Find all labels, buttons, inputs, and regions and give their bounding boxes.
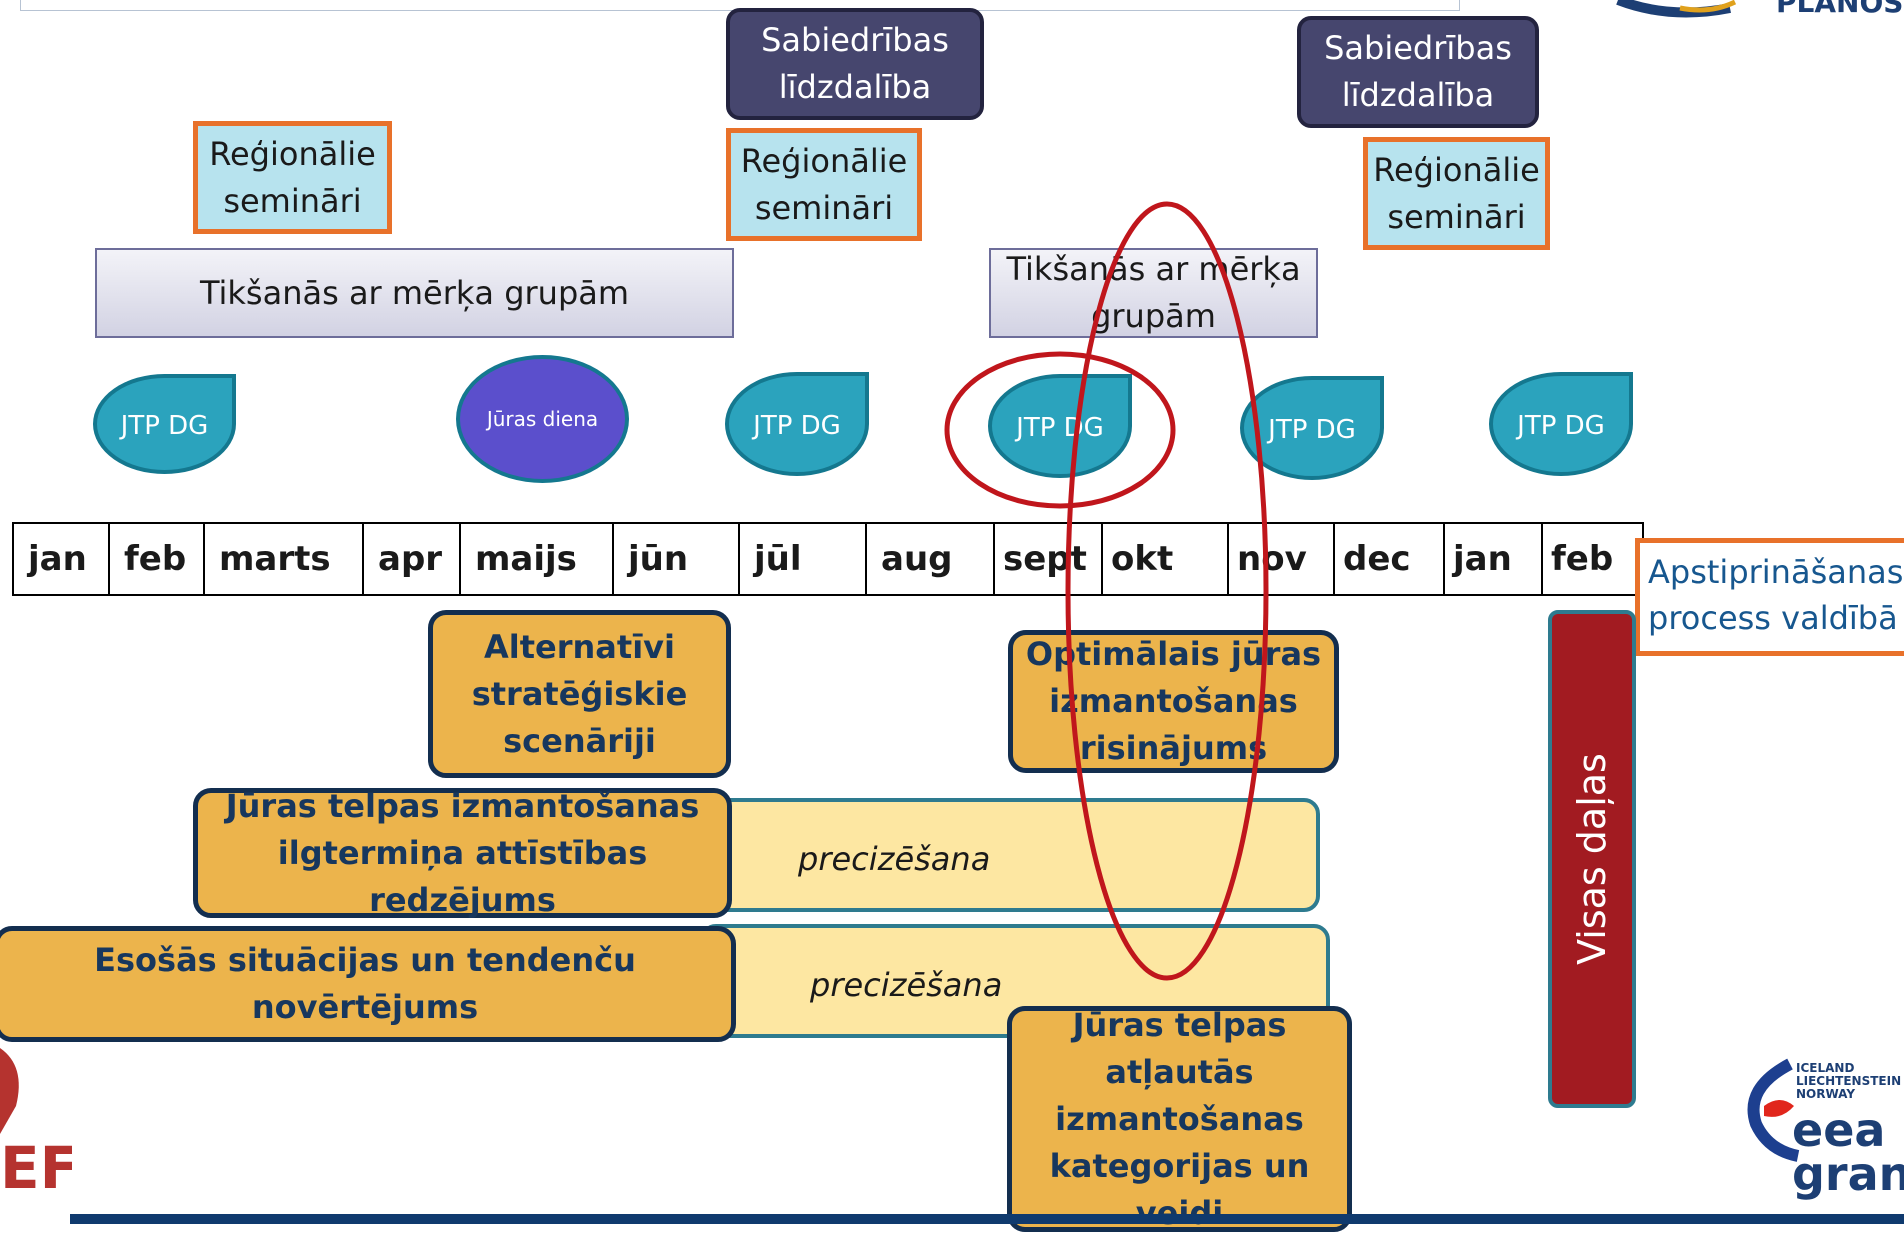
month-cell: okt [1103, 524, 1229, 594]
month-cell: maijs [461, 524, 614, 594]
svg-text:EF: EF [0, 1134, 72, 1202]
month-cell: aug [867, 524, 995, 594]
jtp-dg-meeting-4: JTP DG [1240, 376, 1384, 480]
refinement-label-1: precizēšana [798, 840, 991, 878]
public-participation-box-2: Sabiedrības līdzdalība [1297, 16, 1539, 128]
public-participation-box-1: Sabiedrības līdzdalība [726, 8, 984, 120]
all-parts-bar: Visas daļas [1548, 610, 1636, 1108]
long-term-vision-box: Jūras telpas izmantošanas ilgtermiņa att… [193, 787, 732, 919]
regional-seminars-box-2: Reģionālie semināri [726, 128, 922, 241]
jtp-dg-meeting-1: JTP DG [93, 374, 236, 474]
month-cell: feb [1551, 539, 1614, 579]
regional-seminars-box-1: Reģionālie semināri [193, 121, 392, 234]
eea-grants-logo-icon [1747, 1058, 1800, 1162]
jtp-dg-meeting-5: JTP DG [1489, 372, 1633, 476]
month-timeline: jan feb marts apr maijs jūn jūl aug sept… [12, 522, 1644, 596]
footer-bar [70, 1214, 1904, 1224]
alternative-scenarios-box: Alternatīvi stratēģiskie scenāriji [428, 610, 731, 778]
eea-countries-text: ICELAND LIECHTENSTEIN NORWAY [1796, 1061, 1902, 1101]
jtp-dg-meeting-2: JTP DG [725, 372, 869, 476]
all-parts-label: Visas daļas [1570, 753, 1614, 965]
refinement-label-2: precizēšana [810, 966, 1003, 1004]
month-cell: marts [205, 524, 364, 594]
month-cell: jan [1445, 524, 1543, 594]
government-approval-box: Apstiprināšanas process valdībā [1635, 538, 1904, 656]
jtp-dg-meeting-3: JTP DG [988, 374, 1132, 478]
month-cell: jūl [740, 524, 867, 594]
month-cell: feb [110, 524, 205, 594]
month-cell: sept [995, 524, 1103, 594]
fund-logo-icon: EF [0, 1048, 72, 1202]
eea-grants-text: eea gran [1792, 1103, 1904, 1201]
sea-day-event: Jūras diena [456, 355, 629, 483]
target-group-meetings-box-2: Tikšanās ar mērķa grupām [989, 248, 1318, 338]
month-cell: nov [1229, 524, 1335, 594]
target-group-meetings-box-1: Tikšanās ar mērķa grupām [95, 248, 734, 338]
month-cell: dec [1335, 524, 1445, 594]
permitted-use-categories-box: Jūras telpas atļautās izmantošanas kateg… [1007, 1006, 1352, 1232]
regional-seminars-box-3: Reģionālie semināri [1363, 137, 1550, 250]
current-situation-box: Esošās situācijas un tendenču novērtējum… [0, 926, 736, 1042]
refinement-bar-1: precizēšana [700, 798, 1320, 912]
optimal-solution-box: Optimālais jūras izmantošanas risinājums [1008, 630, 1339, 773]
month-cell: apr [364, 524, 461, 594]
month-cell: jūn [614, 524, 740, 594]
corner-logo-text: PLĀNOŠ [1776, 0, 1904, 19]
month-cell: jan [14, 524, 110, 594]
planosana-logo-icon [1616, 0, 1737, 18]
